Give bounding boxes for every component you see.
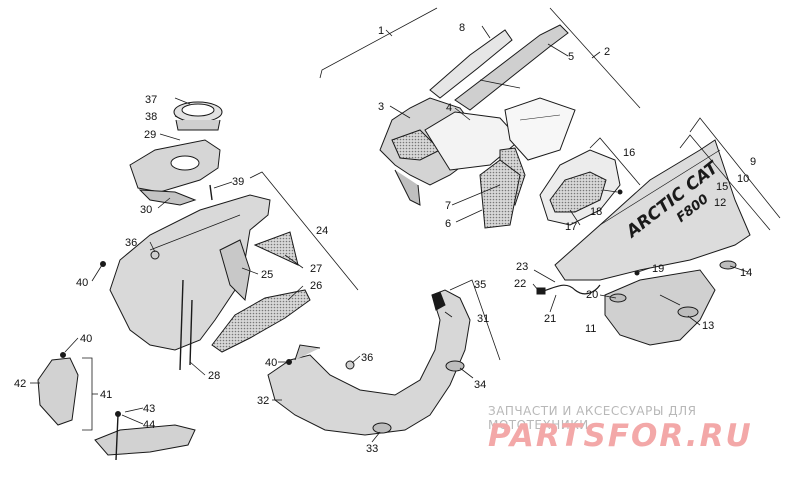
part-26-foam-pad [211, 289, 311, 353]
callout-16: 16 [623, 147, 635, 159]
callout-34: 34 [474, 379, 486, 391]
callout-26: 26 [310, 280, 322, 292]
callout-25: 25 [261, 269, 273, 281]
callout-9: 9 [750, 156, 756, 168]
callout-40-upper: 40 [76, 277, 88, 289]
callout-1: 1 [378, 25, 384, 37]
callout-38: 38 [145, 111, 157, 123]
callout-13: 13 [702, 320, 714, 332]
callout-42: 42 [14, 378, 26, 390]
callout-5: 5 [568, 51, 574, 63]
watermark-tagline: ЗАПЧАСТИ И АКСЕССУАРЫ ДЛЯ МОТОТЕХНИКИ [488, 404, 697, 432]
part-8-trim-strip [429, 29, 513, 99]
callout-14: 14 [740, 267, 752, 279]
callout-24: 24 [316, 225, 328, 237]
callout-30: 30 [140, 204, 152, 216]
part-34-grommet [445, 360, 465, 372]
callout-20: 20 [586, 289, 598, 301]
callout-33: 33 [366, 443, 378, 455]
part-38-intake-seal [175, 119, 221, 131]
callout-43: 43 [143, 403, 155, 415]
part-18-fastener [617, 189, 623, 195]
part-20-grommet [609, 293, 627, 303]
callout-11: 11 [585, 323, 596, 335]
part-43-skid-plate [94, 424, 196, 456]
callout-4: 4 [446, 102, 452, 114]
callout-21: 21 [544, 313, 556, 325]
part-11-lower-panel [604, 269, 716, 346]
callout-29: 29 [144, 129, 156, 141]
callout-36-upper: 36 [125, 237, 137, 249]
callout-15: 15 [716, 181, 728, 193]
callout-31: 31 [477, 313, 489, 325]
callout-2: 2 [604, 46, 610, 58]
callout-28: 28 [208, 370, 220, 382]
part-40-fastener-small [60, 352, 66, 358]
callout-19: 19 [652, 263, 664, 275]
callout-40-left: 40 [80, 333, 92, 345]
callout-18: 18 [590, 206, 602, 218]
part-31-belly-pan [267, 289, 471, 436]
watermark-logo: PARTSFOR.RU [488, 418, 753, 454]
part-14-grommet [719, 260, 737, 270]
side-panel-assembly [536, 139, 751, 346]
part-13-grommet [677, 306, 699, 318]
callout-10: 10 [737, 173, 749, 185]
part-24-airbox [109, 194, 271, 351]
nose-cowl-assembly [379, 24, 576, 229]
callout-40-middle: 40 [265, 357, 277, 369]
part-36-fastener [150, 250, 160, 260]
callout-44: 44 [143, 419, 155, 431]
callout-3: 3 [378, 101, 384, 113]
callout-27: 27 [310, 263, 322, 275]
part-35-bracket [431, 291, 446, 311]
callout-6: 6 [445, 218, 451, 230]
callout-7: 7 [445, 200, 451, 212]
callout-12: 12 [714, 197, 726, 209]
callout-23: 23 [516, 261, 528, 273]
part-30-bracket [138, 189, 197, 206]
callout-22: 22 [514, 278, 526, 290]
airbox-assembly [100, 101, 311, 371]
part-6-mesh-pad [479, 159, 521, 229]
callout-8: 8 [459, 22, 465, 34]
part-number-labels: 1 2 3 4 5 6 7 8 9 10 11 12 13 14 15 16 1… [14, 22, 756, 455]
leader-lines [30, 7, 781, 443]
part-21-cable [539, 284, 601, 295]
part-33-grommet [372, 422, 392, 434]
belly-pan-assembly [267, 289, 471, 436]
callout-35: 35 [474, 279, 486, 291]
part-42-side-guard [37, 357, 79, 426]
part-15-side-panel [554, 139, 751, 281]
part-28-rod [179, 279, 184, 371]
callout-41: 41 [100, 389, 112, 401]
part-44-fastener [115, 411, 121, 417]
small-parts [37, 352, 196, 461]
callout-37: 37 [145, 94, 157, 106]
part-22-connector [536, 287, 546, 295]
part-5-support-bar [454, 24, 569, 111]
part-2-clear-shield [504, 97, 576, 161]
callout-17: 17 [565, 221, 577, 233]
part-40-fastener-lower [286, 359, 292, 365]
callout-39: 39 [232, 176, 244, 188]
callout-32: 32 [257, 395, 269, 407]
callout-36-lower: 36 [361, 352, 373, 364]
part-25-arm [219, 239, 251, 302]
